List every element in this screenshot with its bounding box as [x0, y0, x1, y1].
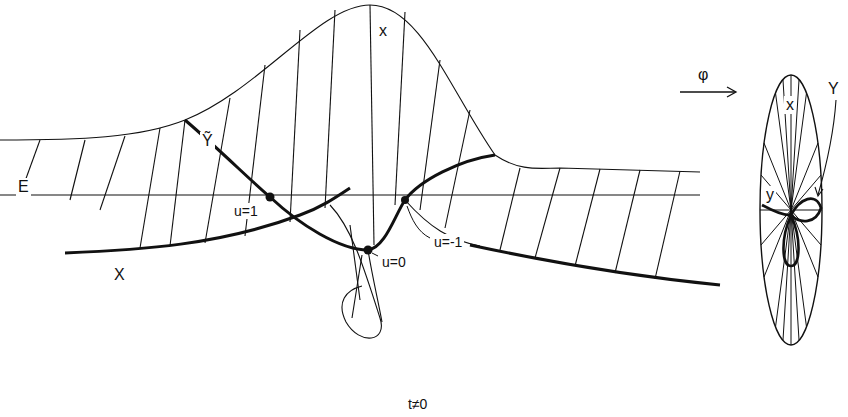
curve-label: Ỹ	[200, 132, 215, 150]
axis-label: y	[764, 186, 776, 204]
curve-label: X	[112, 266, 127, 284]
axis-label: x	[377, 22, 389, 40]
curve-label: Y	[826, 80, 841, 98]
parameter-label: u=-1	[432, 234, 464, 250]
axis-label: x	[784, 96, 796, 114]
caption-label: t≠0	[406, 396, 429, 412]
line-label: E	[16, 178, 31, 196]
parameter-label: u=1	[232, 203, 260, 219]
parameter-label: u=0	[380, 254, 408, 270]
map-label: φ	[696, 66, 710, 84]
